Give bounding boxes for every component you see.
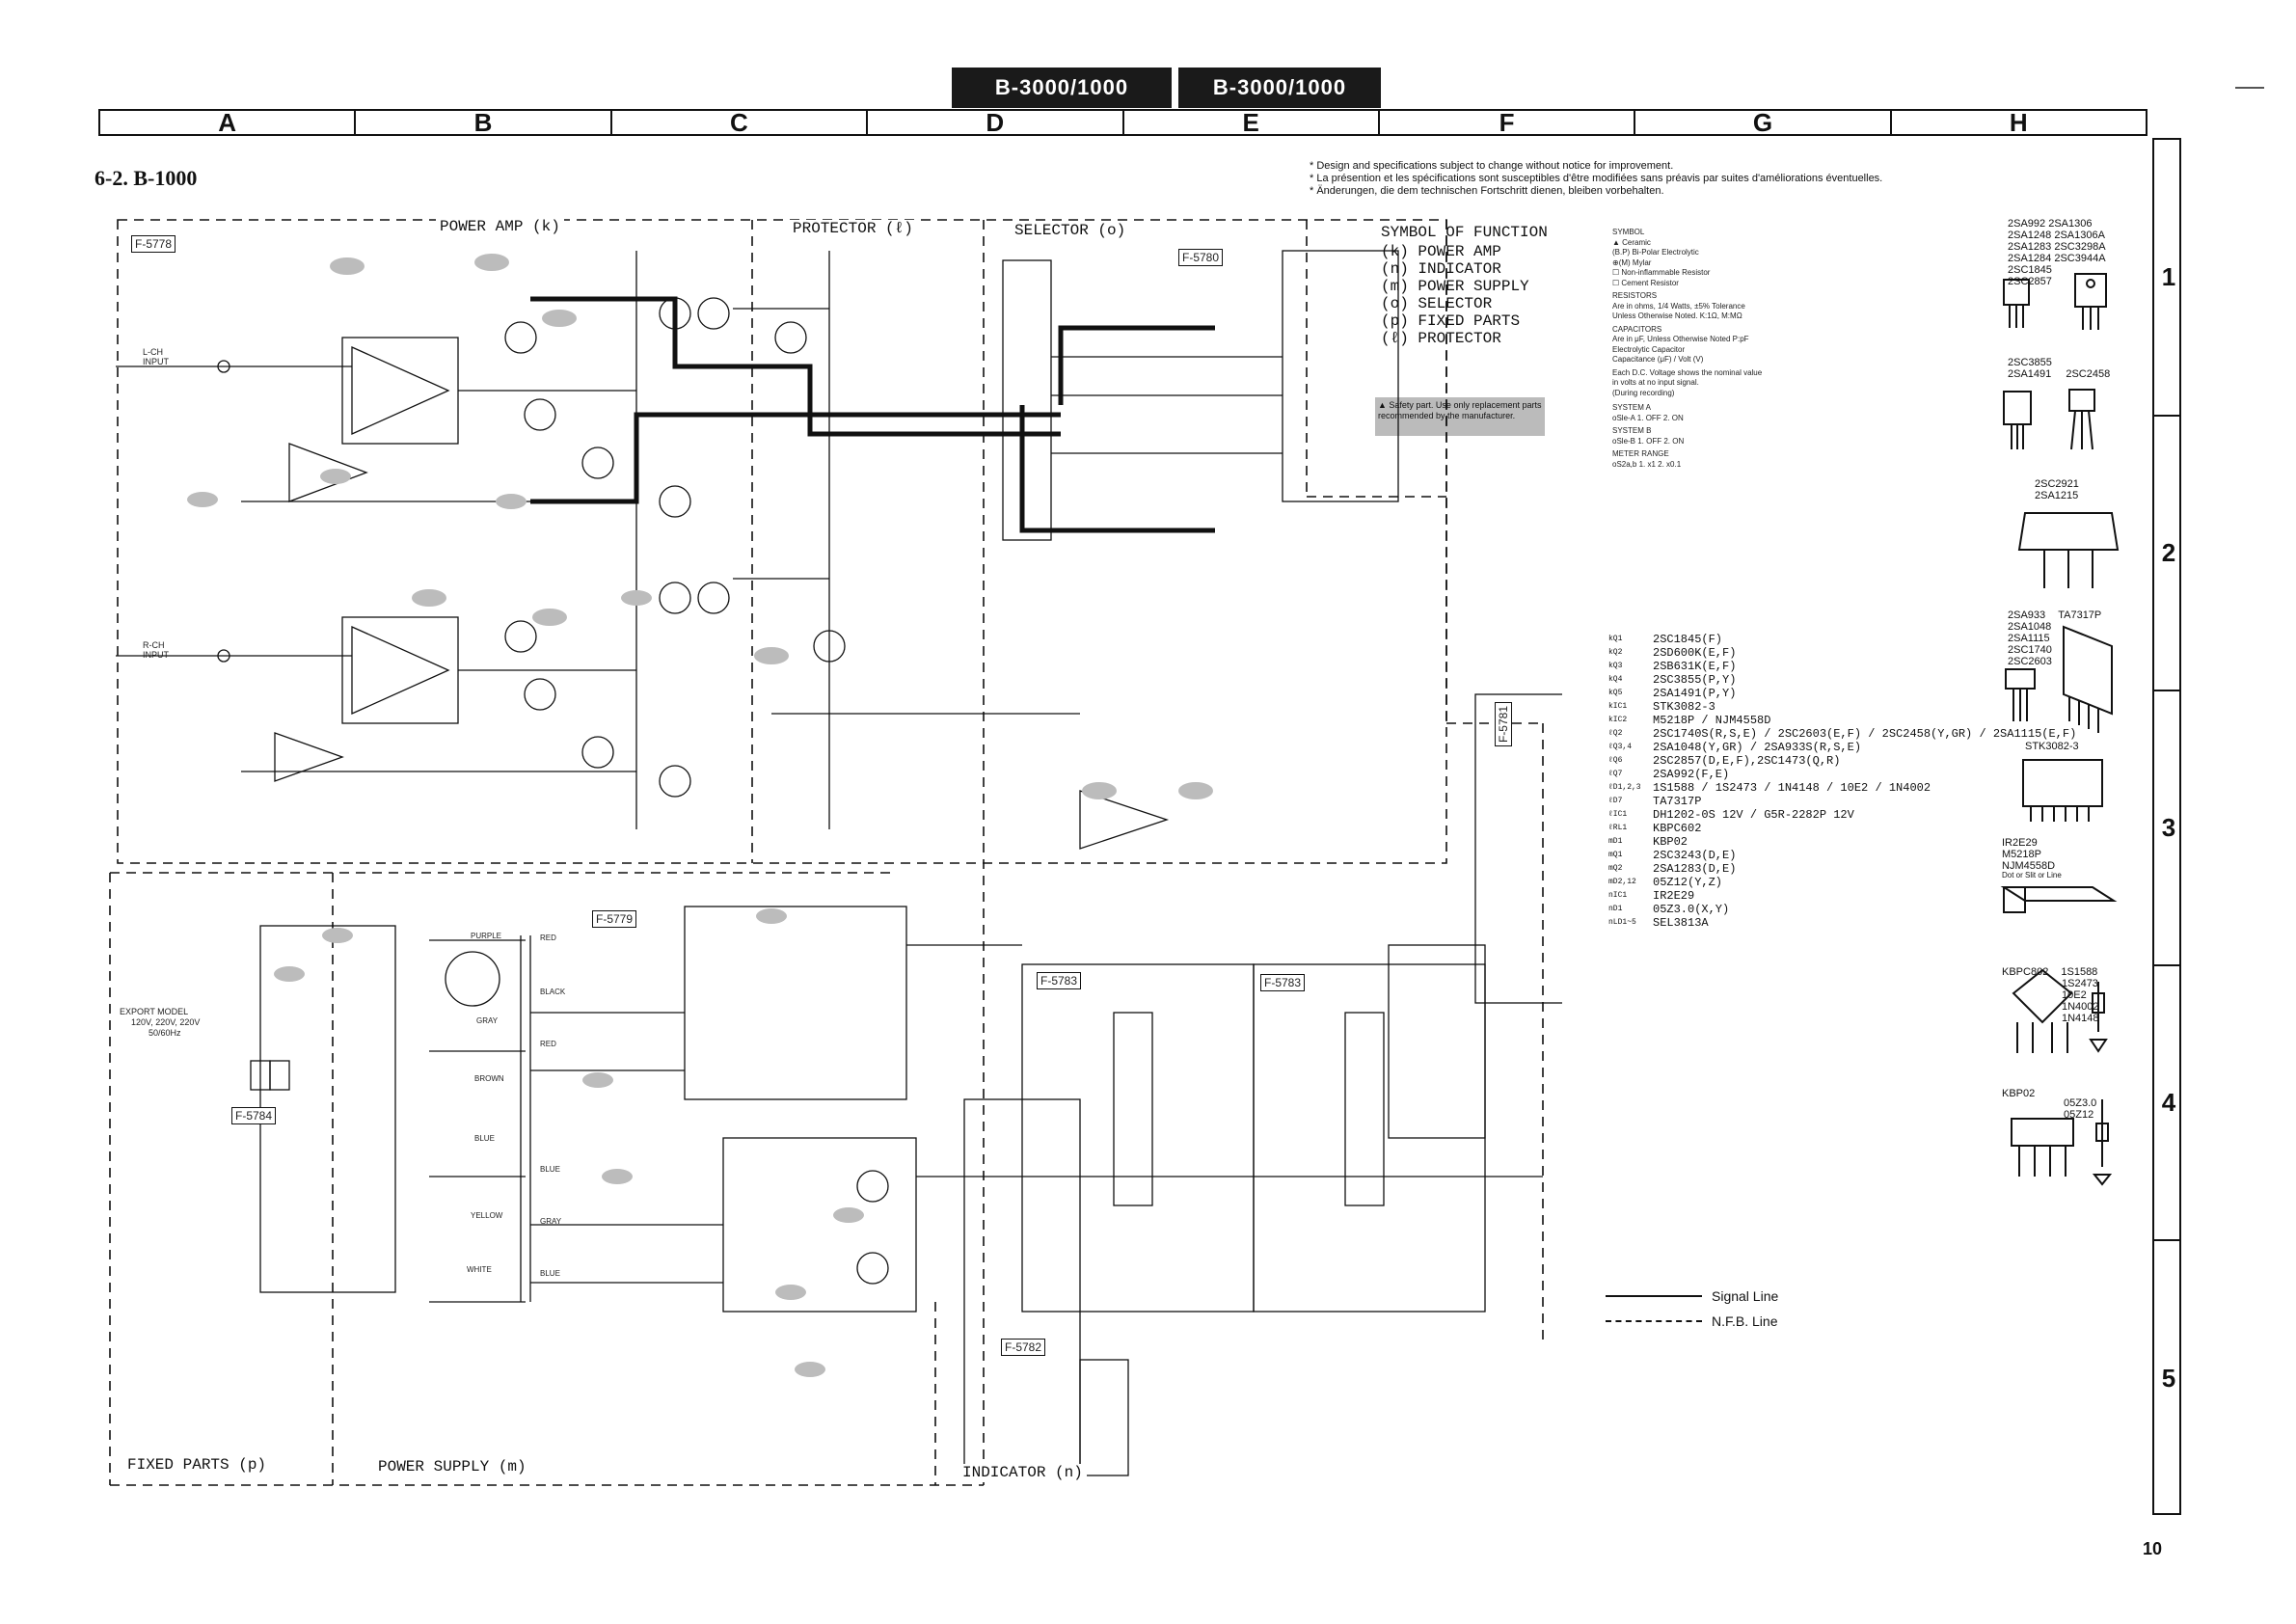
column-label: H [2009, 108, 2028, 137]
symbol-item: (n) INDICATOR [1381, 260, 1501, 278]
row-ruler [2152, 138, 2181, 1515]
rch-input-label: R-CH INPUT [143, 640, 169, 660]
wire-color: RED [540, 1040, 556, 1048]
section-indicator: INDICATOR (n) [959, 1464, 1087, 1481]
symbol-item: (o) SELECTOR [1381, 295, 1493, 312]
model-header-left: B-3000/1000 [952, 68, 1172, 108]
package-group-8: KBP02 05Z3.0 05Z12 [2002, 1088, 2097, 1121]
row-label: 1 [2161, 262, 2176, 291]
export-model: EXPORT MODEL 120V, 220V, 220V 50/60Hz [120, 1007, 201, 1038]
model-header-right: B-3000/1000 [1178, 68, 1381, 108]
note-line: * Änderungen, die dem technischen Fortsc… [1310, 185, 1664, 197]
board-tag: F-5783 [1037, 972, 1082, 989]
symbol-title: SYMBOL OF FUNCTION [1381, 224, 1548, 241]
column-label: D [868, 110, 1124, 135]
column-ruler: A B C D E F G H [98, 109, 2147, 136]
symbol-item: (k) POWER AMP [1381, 243, 1501, 260]
nfb-line-swatch [1606, 1320, 1702, 1322]
nfb-line-label: N.F.B. Line [1712, 1313, 1778, 1329]
wire-color: BLUE [540, 1165, 560, 1174]
symbol-item: (p) FIXED PARTS [1381, 312, 1521, 330]
column-label: C [612, 110, 869, 135]
signal-line-label: Signal Line [1712, 1288, 1779, 1304]
section-protector: PROTECTOR (ℓ) [789, 220, 917, 237]
board-tag: F-5780 [1178, 249, 1224, 266]
column-label: F [1380, 110, 1636, 135]
wire-color: BROWN [474, 1074, 504, 1083]
signal-line-swatch [1606, 1295, 1702, 1297]
wire-color: BLUE [540, 1269, 560, 1278]
lch-input-label: L-CH INPUT [143, 347, 169, 366]
corner-mark [2235, 87, 2264, 89]
column-label: A [100, 110, 357, 135]
package-group-1: 2SA992 2SA1306 2SA1248 2SA1306A 2SA1283 … [2008, 218, 2106, 287]
schematic-diagram [109, 219, 1562, 1486]
section-power-amp: POWER AMP (k) [436, 218, 564, 235]
section-fixed-parts: FIXED PARTS (p) [123, 1456, 271, 1474]
symbol-item: (ℓ) PROTECTOR [1381, 330, 1501, 347]
wire-color: WHITE [467, 1265, 492, 1274]
package-group-7: KBPC802 1S1588 1S2473 10E2 1N4002 1N4148 [2002, 966, 2099, 1024]
package-group-2: 2SC3855 2SA1491 2SC2458 [2008, 357, 2111, 380]
column-label: G [1635, 110, 1892, 135]
wire-color: GRAY [476, 1016, 499, 1025]
section-selector: SELECTOR (o) [1011, 222, 1130, 239]
board-tag: F-5779 [592, 910, 637, 928]
revision-notes: * Design and specifications subject to c… [1310, 160, 2139, 198]
board-tag: F-5781 [1495, 701, 1513, 747]
legend: Signal Line N.F.B. Line [1606, 1288, 1778, 1329]
page-title: 6-2. B-1000 [95, 166, 198, 190]
wire-color: PURPLE [471, 932, 502, 940]
symbol-notes: SYMBOL▲ Ceramic(B.P) Bi-Polar Electrolyt… [1612, 228, 1763, 469]
package-drawings [2000, 273, 2120, 1186]
wire-color: BLUE [474, 1134, 495, 1143]
wire-color: BLACK [540, 988, 566, 996]
board-tag: F-5783 [1260, 974, 1306, 991]
note-line: * La présention et les spécifications so… [1310, 173, 1883, 184]
column-label: B [356, 110, 612, 135]
section-power-supply: POWER SUPPLY (m) [374, 1458, 530, 1475]
column-label: E [1124, 110, 1380, 135]
board-tag: F-5778 [131, 235, 176, 253]
board-tag: F-5784 [231, 1107, 277, 1124]
package-group-5: STK3082-3 [2025, 741, 2079, 752]
wire-color: YELLOW [471, 1211, 503, 1220]
row-label: 5 [2161, 1364, 2176, 1393]
page-number: 10 [2143, 1539, 2163, 1558]
board-tag: F-5782 [1001, 1339, 1046, 1356]
note-line: * Design and specifications subject to c… [1310, 160, 1674, 172]
wire-color: RED [540, 934, 556, 942]
package-note: Dot or Slit or Line [2002, 871, 2062, 880]
row-label: 2 [2161, 538, 2176, 567]
wire-color: GRAY [540, 1217, 562, 1226]
row-label: 3 [2161, 813, 2176, 842]
row-label: 4 [2161, 1088, 2176, 1117]
